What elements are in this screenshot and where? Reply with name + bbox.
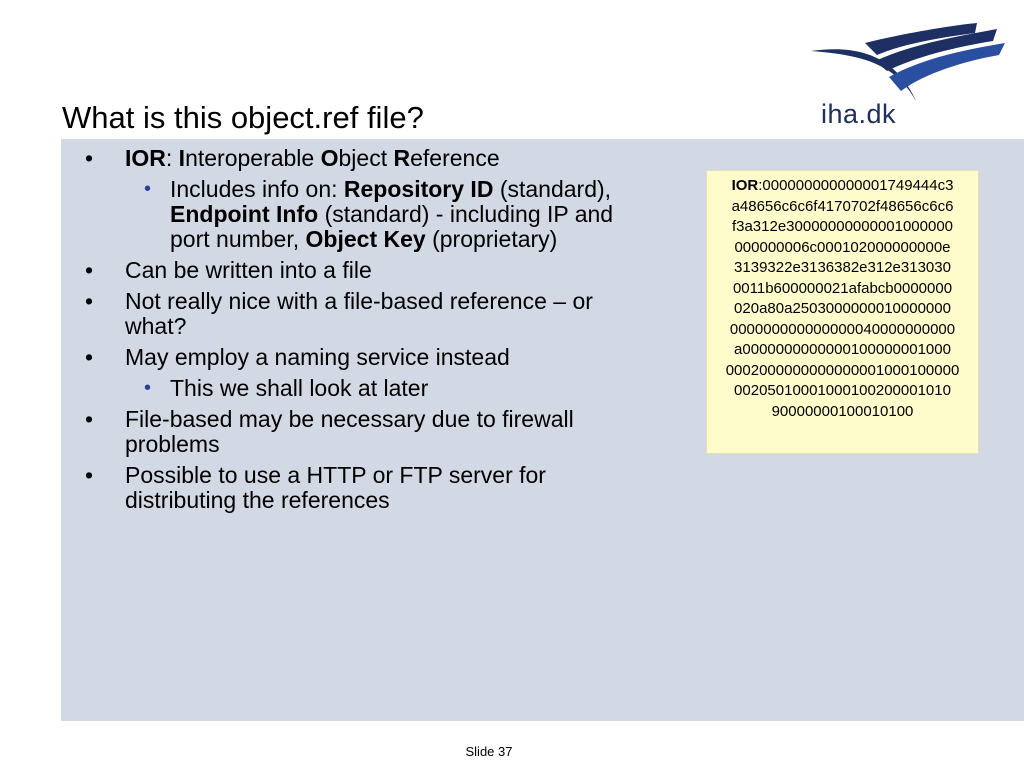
ior-line: 0011b600000021afabcb0000000 [732, 279, 953, 297]
bullet-naming-service: May employ a naming service instead [85, 345, 695, 371]
slide-title: What is this object.ref file? [62, 100, 424, 135]
sub-bullet-look-later: This we shall look at later [130, 376, 695, 402]
ior-line: f3a312e30000000000001000000 [731, 218, 954, 235]
sub-bullet-includes-info: Includes info on: Repository ID (standar… [130, 177, 695, 252]
ior-line: a48656c6c6f4170702f48656c6c6 [731, 197, 954, 215]
ior-line: a0000000000000100000001000 [734, 341, 951, 358]
ior-line: 020a80a2503000000010000000 [734, 300, 951, 317]
ior-line: 000000006c000102000000000e [734, 238, 951, 256]
bullet-not-nice: Not really nice with a file-based refere… [85, 289, 695, 339]
bullet-ior: IOR: Interoperable Object Reference [85, 146, 695, 172]
ior-line: 3139322e3136382e312e313030 [734, 259, 951, 276]
slide-number: Slide 37 [465, 744, 513, 759]
bullet-written-into-file: Can be written into a file [85, 258, 695, 284]
ior-line: 000000000000000040000000000 [729, 320, 956, 338]
ior-string-box: IOR:000000000000001749444c3 a48656c6c6f4… [706, 170, 979, 454]
logo-text: iha.dk [821, 99, 897, 129]
ior-line: 0002000000000000001000100000 [725, 361, 960, 379]
ior-label: IOR [731, 177, 759, 194]
ior-first-line: IOR:000000000000001749444c3 [731, 177, 954, 194]
logo-wing-icon [811, 23, 1005, 100]
bullet-list: IOR: Interoperable Object Reference Incl… [85, 146, 695, 519]
ior-line: 0020501000100010020000101​0 [734, 382, 951, 399]
ior-line: 90000000100010100 [771, 402, 914, 420]
bullet-firewall: File-based may be necessary due to firew… [85, 407, 695, 457]
bullet-http-ftp: Possible to use a HTTP or FTP server for… [85, 463, 695, 513]
iha-logo: iha.dk [805, 15, 1010, 135]
